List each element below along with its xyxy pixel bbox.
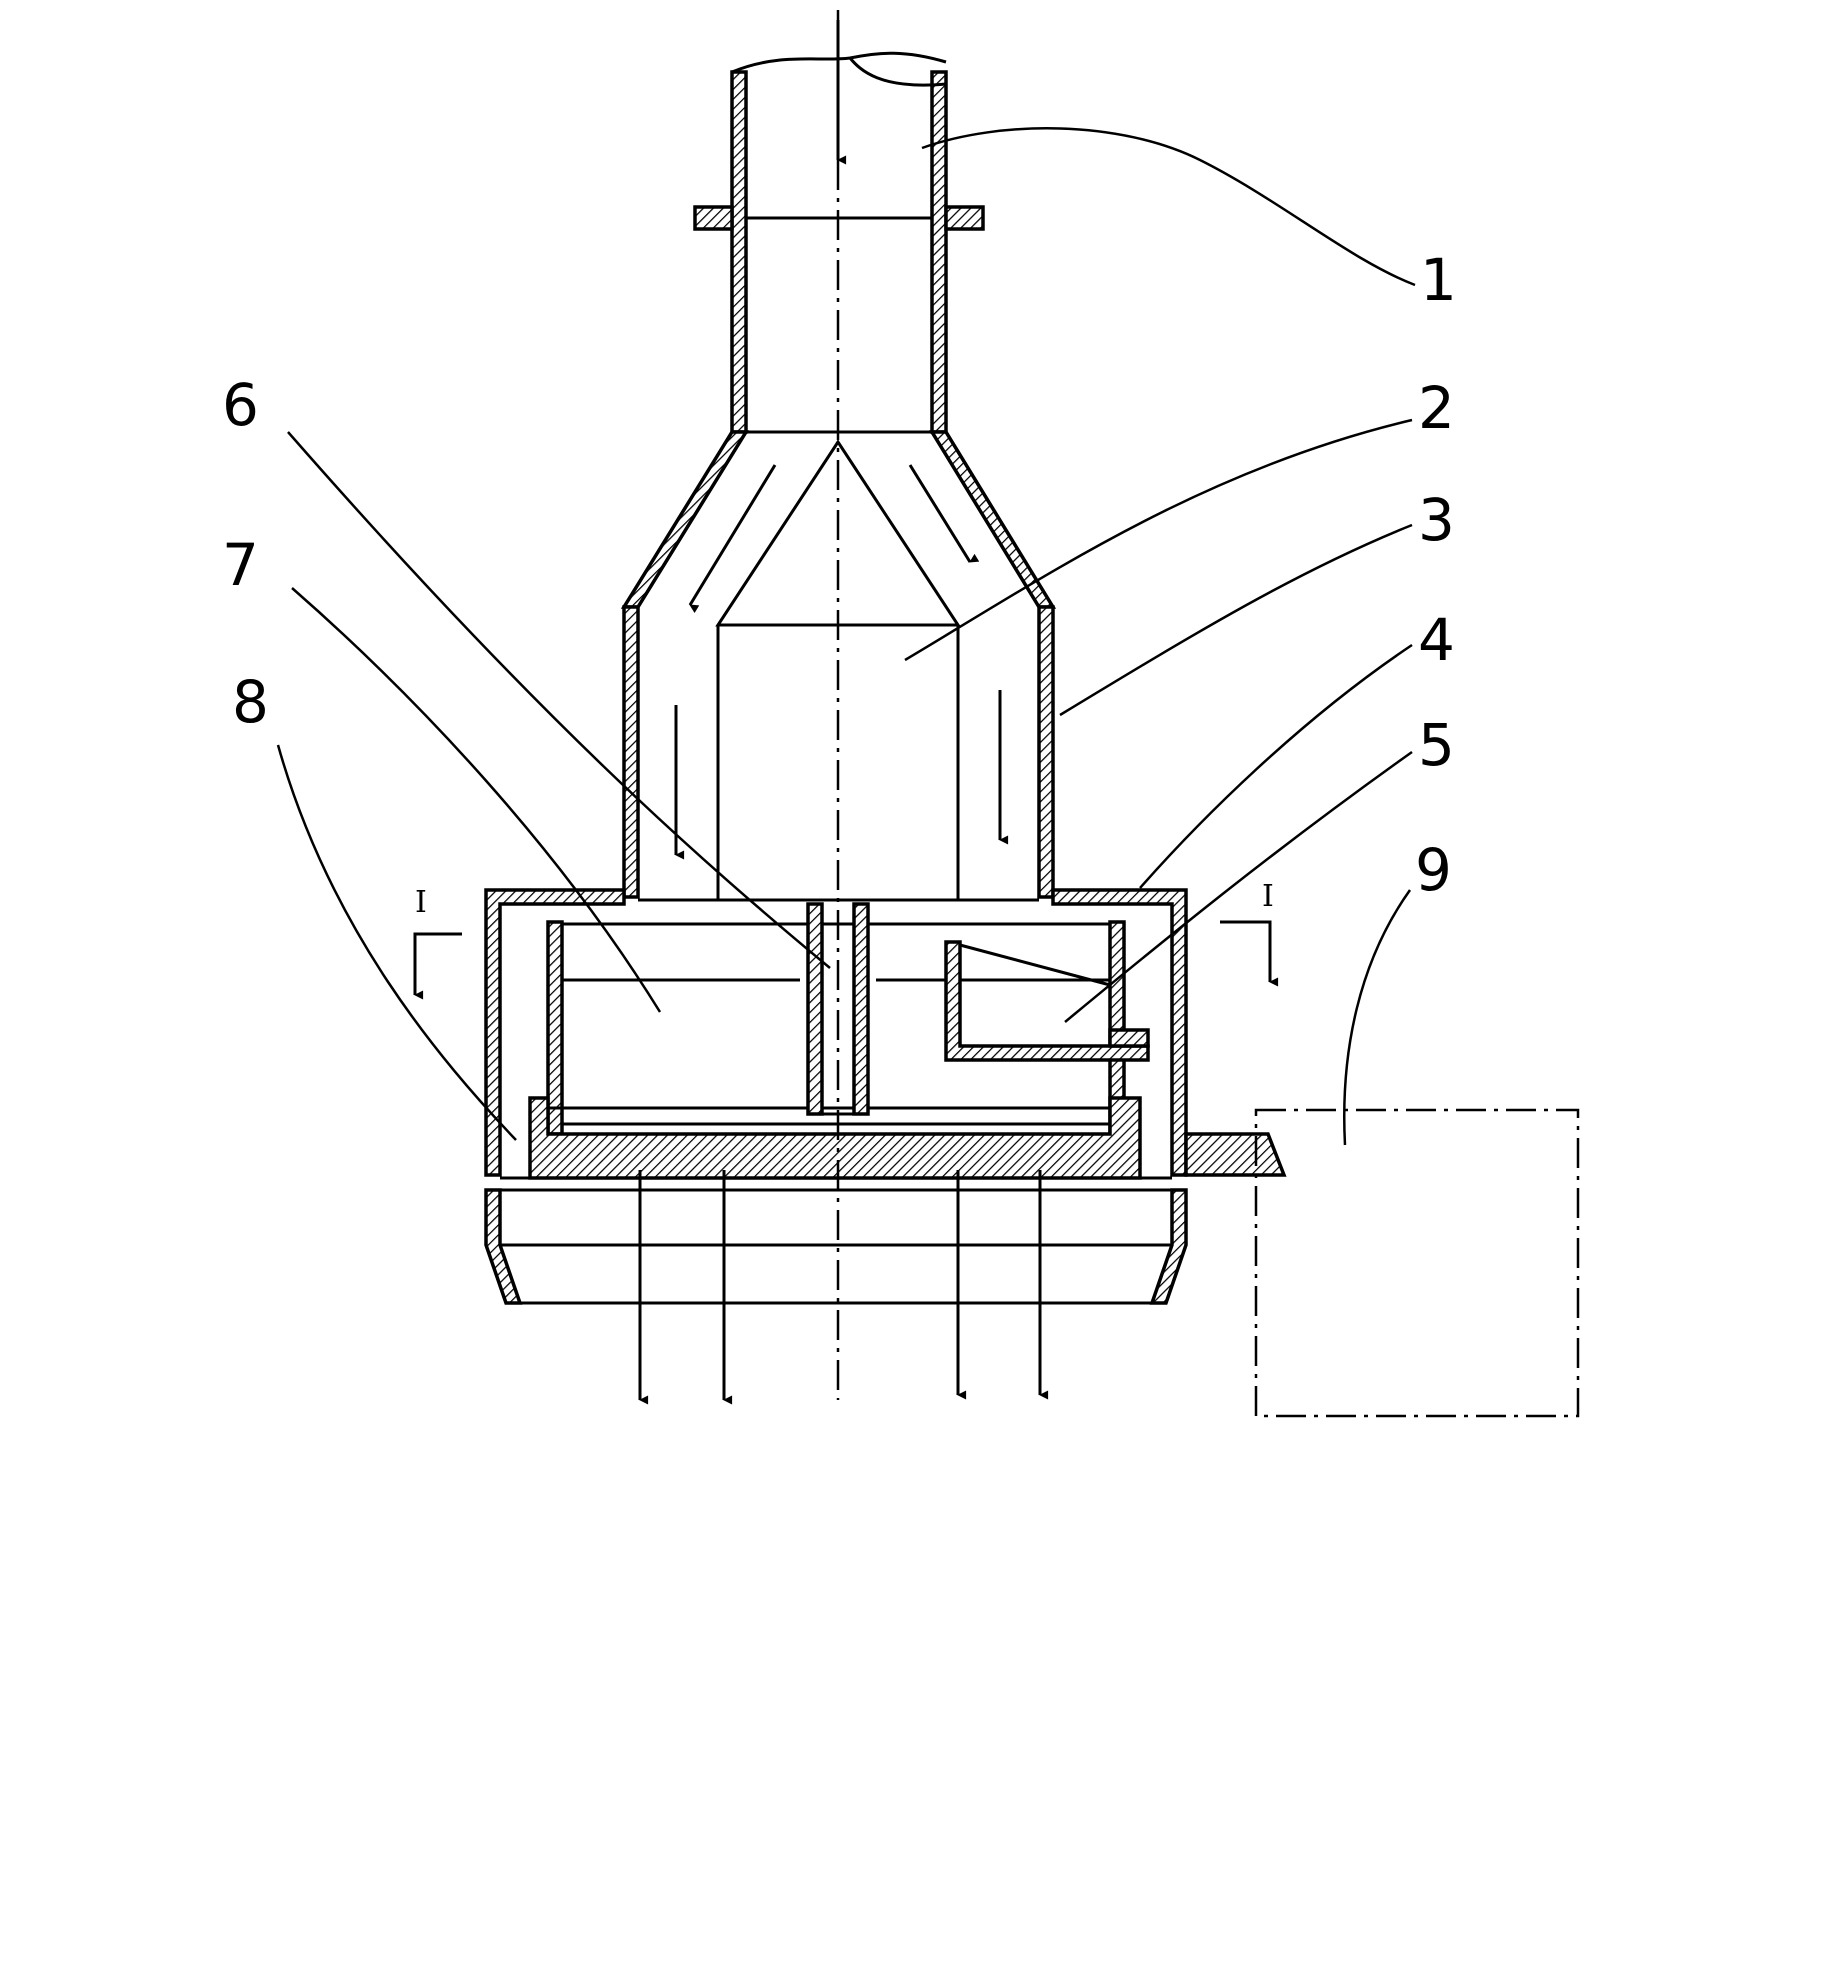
label-4: 4	[1418, 606, 1455, 674]
part-labels: 1 2 3 4 5 6 7 8 9	[222, 246, 1457, 904]
inlet-pipe	[693, 51, 985, 434]
section-label-right: I	[1262, 879, 1274, 914]
leader-6	[287, 431, 831, 969]
leader-2	[904, 418, 1413, 662]
label-8: 8	[232, 668, 269, 736]
base-plate	[484, 1188, 1188, 1305]
flow-arrows	[638, 20, 1049, 1405]
leader-8	[276, 744, 517, 1141]
leader-5	[1064, 750, 1413, 1023]
outlet-spout	[1184, 1132, 1287, 1177]
inner-chamber	[546, 920, 1126, 1136]
label-3: 3	[1418, 486, 1455, 554]
vertical-tube	[806, 902, 870, 1126]
leader-7	[291, 587, 662, 1013]
leader-lines	[276, 127, 1416, 1146]
label-7: 7	[222, 531, 259, 599]
lower-housing	[484, 888, 1188, 1177]
section-marker-left: I	[413, 885, 462, 1000]
outer-shell	[620, 430, 1057, 899]
label-2: 2	[1418, 374, 1455, 442]
side-box	[944, 940, 1150, 1062]
leader-9	[1343, 889, 1412, 1146]
leader-3	[1059, 523, 1413, 717]
bottom-ring	[500, 1096, 1172, 1180]
label-5: 5	[1418, 711, 1455, 779]
leader-1	[921, 127, 1416, 287]
label-1: 1	[1420, 246, 1457, 314]
external-unit	[1254, 1108, 1580, 1418]
section-label-left: I	[415, 885, 427, 920]
label-6: 6	[222, 371, 259, 439]
leader-4	[1139, 643, 1413, 889]
section-marker-right: I	[1220, 879, 1279, 987]
label-9: 9	[1415, 836, 1452, 904]
